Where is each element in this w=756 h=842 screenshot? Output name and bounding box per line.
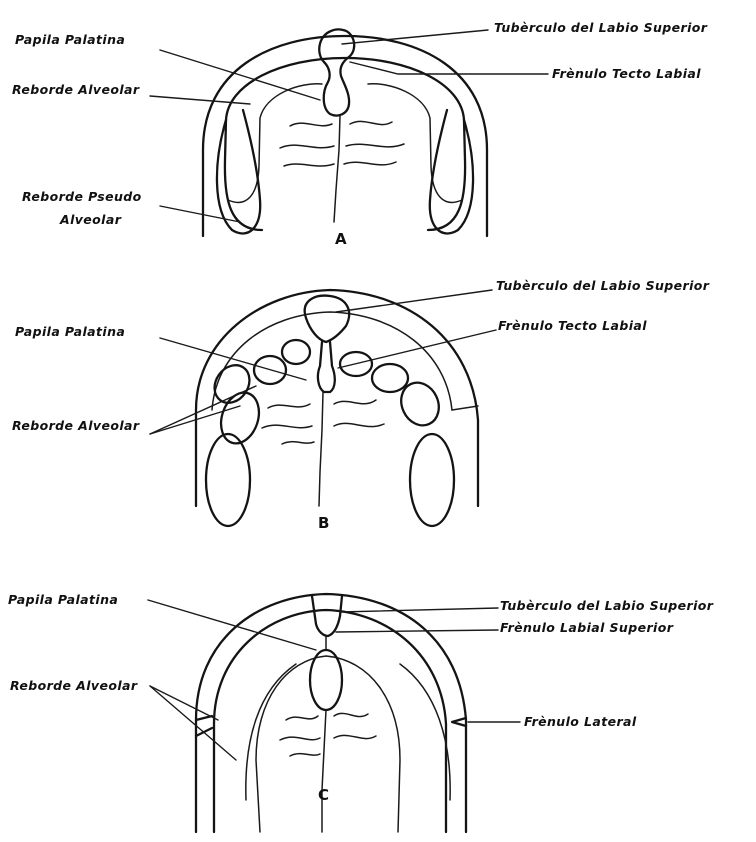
ridge-inner-c2 bbox=[246, 664, 450, 800]
label-frenulo-sup-c: Frènulo Labial Superior bbox=[500, 620, 674, 635]
lateral-frenulo-right-c bbox=[452, 718, 466, 726]
label-reborde-b: Reborde Alveolar bbox=[12, 418, 140, 433]
outer-arch-c bbox=[196, 594, 466, 832]
leader-papila-a bbox=[160, 50, 320, 100]
papila-c bbox=[310, 650, 342, 710]
leader-frenulo-b bbox=[338, 330, 496, 368]
label-tuberculo-a: Tubèrculo del Labio Superior bbox=[494, 20, 708, 35]
raphe-b bbox=[319, 392, 323, 506]
figure-a: Papila Palatina Reborde Alveolar Reborde… bbox=[12, 20, 708, 248]
tuberculo-papila-a bbox=[319, 29, 354, 115]
figure-c: Papila Palatina Tubèrculo del Labio Supe… bbox=[8, 592, 714, 832]
leader-tuberculo-c bbox=[340, 608, 498, 612]
teeth-buds-left-b bbox=[206, 340, 310, 526]
inner-ridge-right-a bbox=[368, 84, 462, 203]
frenulo-b bbox=[318, 342, 335, 392]
rugae-a bbox=[280, 121, 404, 166]
teeth-buds-right-b bbox=[340, 352, 454, 526]
label-papila-b: Papila Palatina bbox=[15, 324, 125, 339]
figure-letter-a: A bbox=[335, 230, 347, 248]
figure-letter-c: C bbox=[318, 786, 329, 804]
figure-b: Tubèrculo del Labio Superior Papila Pala… bbox=[12, 278, 710, 532]
tuberculo-b bbox=[305, 296, 349, 342]
rugae-c bbox=[280, 713, 376, 756]
outer-arch-a bbox=[203, 36, 487, 236]
ridge-outer-c bbox=[214, 610, 446, 832]
tuberculo-c bbox=[312, 596, 342, 636]
label-reborde-a: Reborde Alveolar bbox=[12, 82, 140, 97]
leader-frenulo-sup-c bbox=[336, 630, 498, 632]
pseudo-lobe-right-a bbox=[430, 110, 473, 233]
label-tuberculo-c: Tubèrculo del Labio Superior bbox=[500, 598, 714, 613]
label-frenulo-b: Frènulo Tecto Labial bbox=[498, 318, 647, 333]
label-tuberculo-b: Tubèrculo del Labio Superior bbox=[496, 278, 710, 293]
leader-pseudo-a bbox=[160, 206, 240, 222]
label-reborde-c: Reborde Alveolar bbox=[10, 678, 138, 693]
ridge-inner-c bbox=[256, 656, 400, 832]
label-pseudo-a-2: Alveolar bbox=[59, 212, 122, 227]
posterior-band-b bbox=[452, 406, 478, 410]
label-papila-a: Papila Palatina bbox=[15, 32, 125, 47]
label-frenulo-lat-c: Frènulo Lateral bbox=[524, 714, 637, 729]
figure-letter-b: B bbox=[318, 514, 330, 532]
label-frenulo-a: Frènulo Tecto Labial bbox=[552, 66, 701, 81]
raphe-c bbox=[322, 710, 326, 832]
leader-reborde-b2 bbox=[150, 386, 256, 434]
pseudo-lobe-left-a bbox=[217, 110, 260, 233]
outer-arch-b bbox=[196, 290, 478, 506]
label-pseudo-a-1: Reborde Pseudo bbox=[22, 189, 142, 204]
inner-ridge-a bbox=[228, 84, 322, 203]
label-papila-c: Papila Palatina bbox=[8, 592, 118, 607]
raphe-a bbox=[334, 116, 340, 222]
leader-papila-c bbox=[148, 600, 316, 650]
leader-reborde-c1 bbox=[150, 686, 236, 760]
